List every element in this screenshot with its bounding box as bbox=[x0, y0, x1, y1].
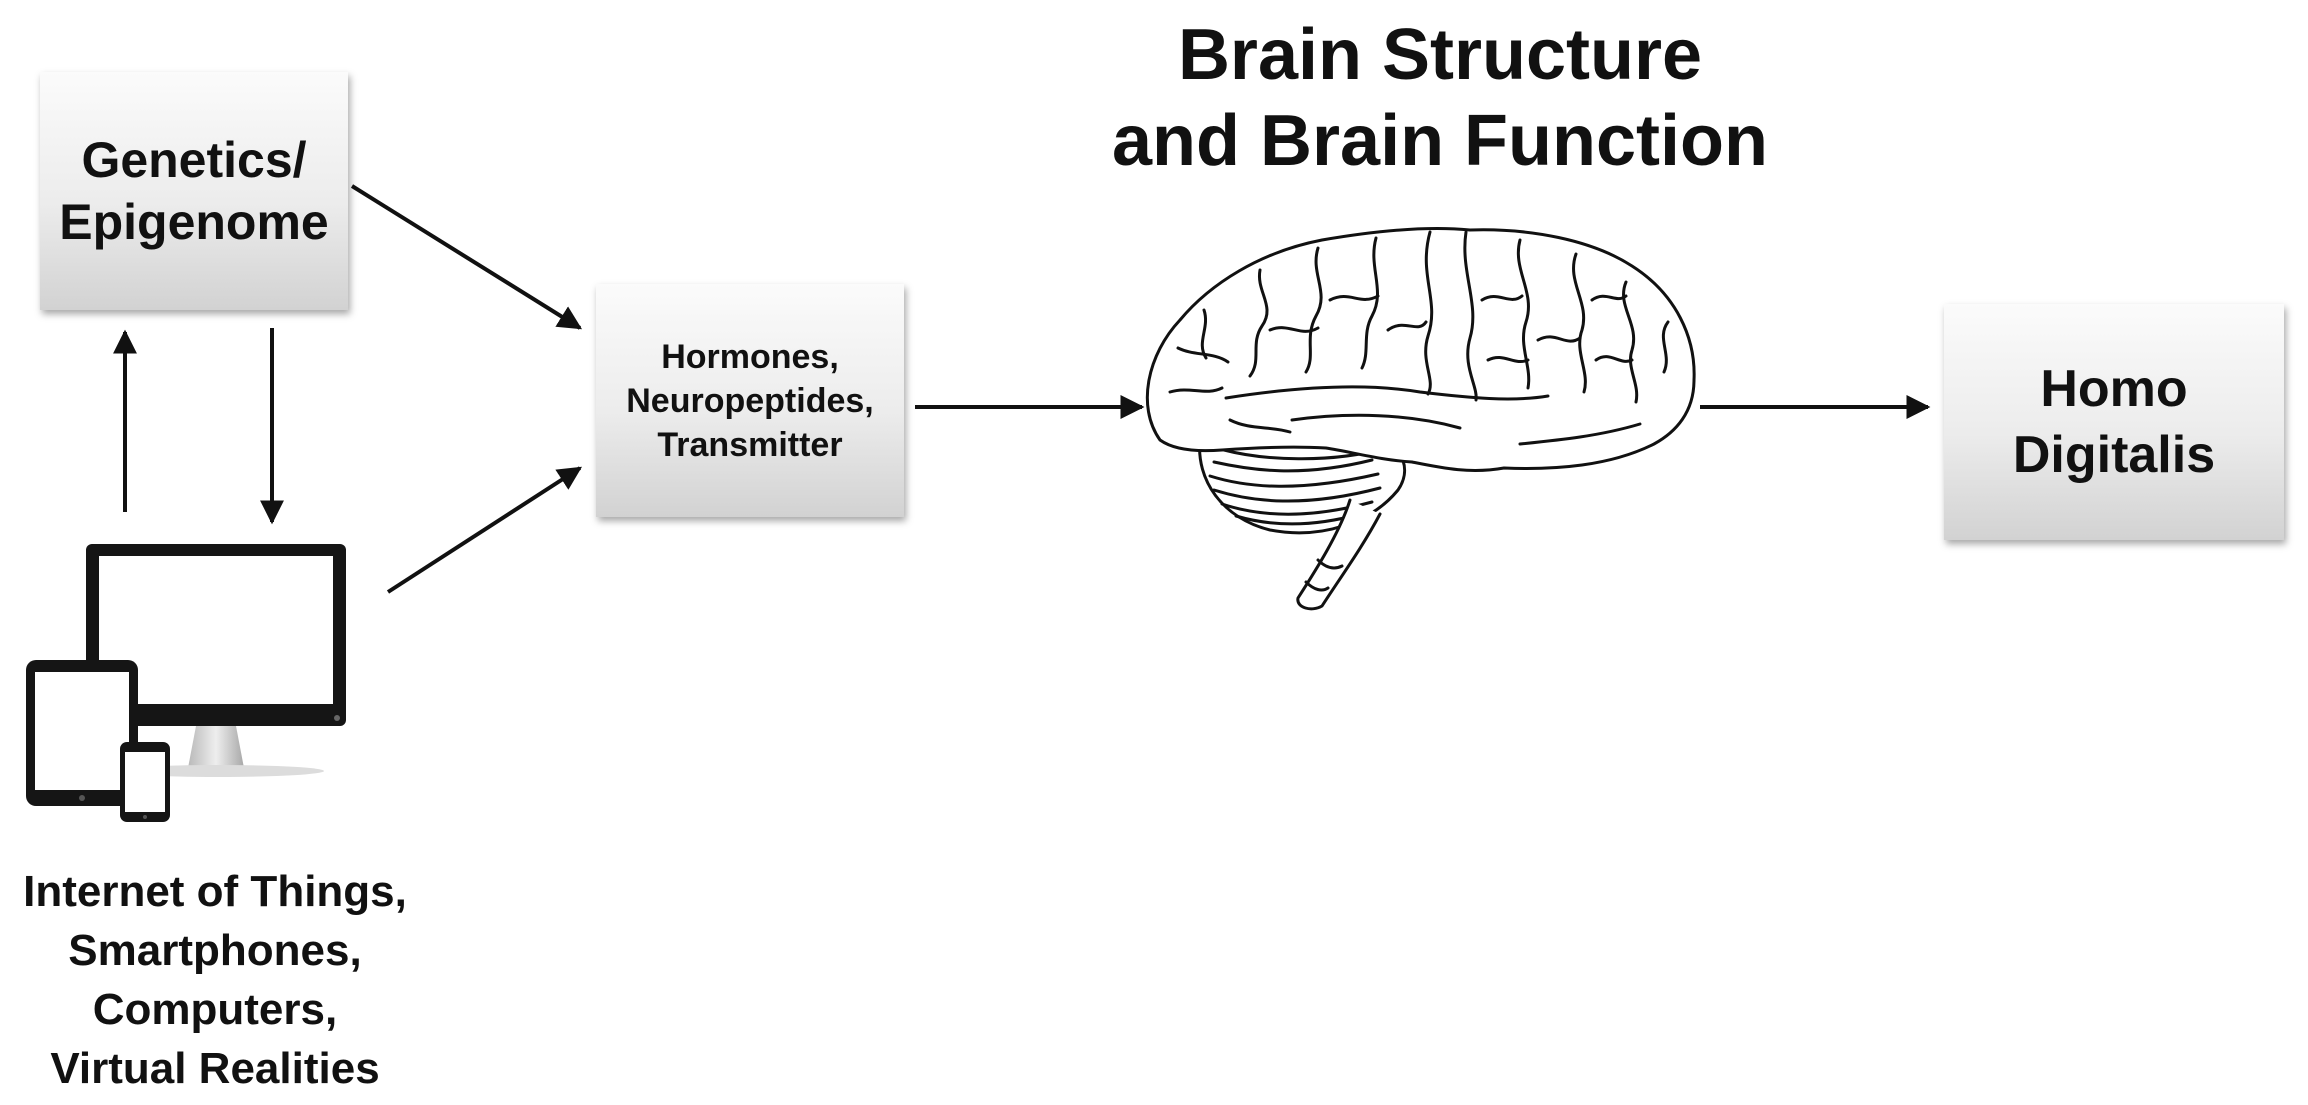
arrow-genetics-to-hormones bbox=[350, 184, 583, 330]
devices-label-line: Internet of Things, bbox=[23, 867, 407, 916]
devices-icon bbox=[26, 544, 346, 822]
arrow-devices-to-hormones bbox=[386, 466, 583, 594]
devices-label-line: Virtual Realities bbox=[50, 1044, 380, 1093]
genetics-epigenome-box: Genetics/ Epigenome bbox=[40, 72, 348, 310]
arrows bbox=[113, 184, 1931, 594]
brain-icon bbox=[1145, 226, 1696, 611]
devices-label-line: Computers, bbox=[92, 985, 338, 1034]
devices-label-line: Smartphones, bbox=[68, 926, 362, 975]
homo-digitalis-box: Homo Digitalis bbox=[1944, 304, 2284, 540]
diagram-title: Brain Structure and Brain Function bbox=[1112, 15, 1768, 181]
hormones-box: Hormones, Neuropeptides, Transmitter bbox=[596, 284, 904, 517]
devices-label: Internet of Things, Smartphones, Compute… bbox=[0, 862, 430, 1098]
